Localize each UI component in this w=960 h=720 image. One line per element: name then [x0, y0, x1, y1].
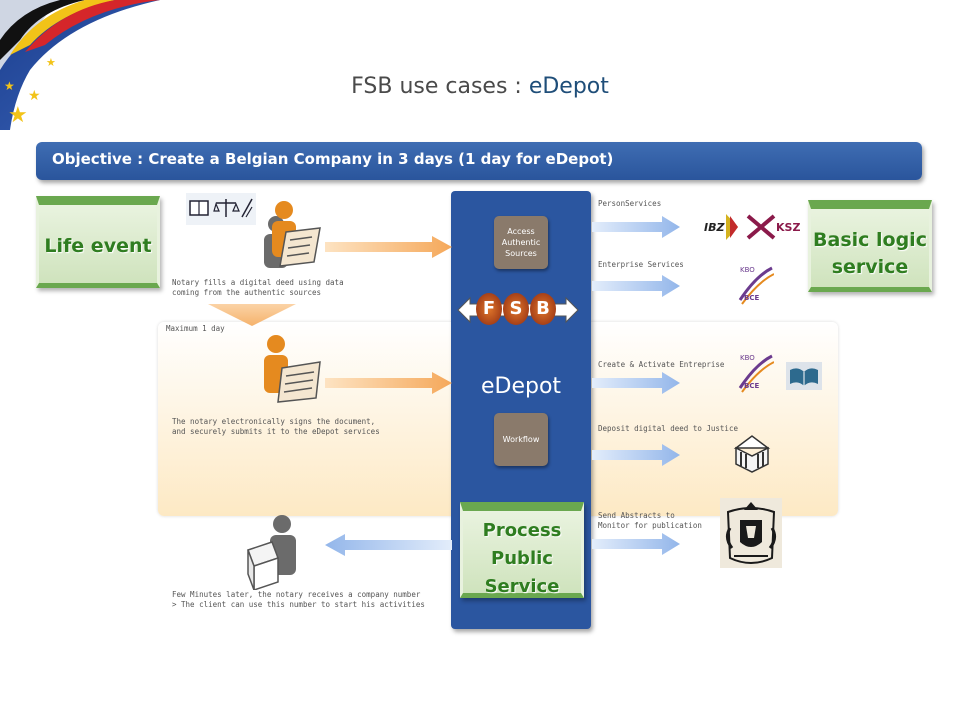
svg-text:★: ★	[28, 88, 41, 104]
edepot-label: eDepot	[480, 374, 562, 399]
life-event-box: Life event	[36, 196, 160, 288]
flag-corner-decoration: ★ ★ ★ ★	[0, 0, 160, 130]
bce-text-1: BCE	[744, 294, 760, 302]
access-authentic-sources-box: Access Authentic Sources	[494, 216, 548, 269]
fsb-letters: F S B	[476, 293, 557, 325]
ksz-logo-mark	[746, 214, 776, 240]
notary-receives-package-icon	[247, 515, 296, 590]
note-sign-line1: The notary electronically signs the docu…	[172, 417, 376, 426]
service-enterprise: Enterprise Services	[598, 260, 684, 269]
note-fill-deed: Notary fills a digital deed using data c…	[172, 278, 352, 298]
ksz-logo-text: KSZ	[776, 221, 801, 234]
belgian-coat-of-arms-icon	[720, 498, 782, 568]
note-max-day: Maximum 1 day	[166, 324, 225, 333]
note-company-line2: > The client can use this number to star…	[172, 600, 425, 609]
objective-banner: Objective : Create a Belgian Company in …	[36, 142, 922, 180]
kbo-text-2: KBO	[740, 354, 755, 362]
arrow-submit	[325, 372, 452, 394]
svg-text:★: ★	[8, 103, 28, 128]
moniteur-book-icon	[786, 362, 822, 390]
arrow-create	[592, 372, 680, 394]
note-sign-line2: and securely submits it to the eDepot se…	[172, 427, 380, 436]
title-prefix: FSB use cases :	[351, 74, 529, 99]
note-company-line1: Few Minutes later, the notary receives a…	[172, 590, 421, 599]
title-accent: eDepot	[528, 74, 609, 99]
access-line2: Authentic	[501, 238, 541, 247]
service-person: PersonServices	[598, 199, 662, 208]
service-abstracts: Send Abstracts to Monitor for publicatio…	[598, 511, 702, 531]
service-abstracts-line1: Send Abstracts to	[598, 511, 675, 520]
ibz-logo: IBZ	[704, 214, 738, 240]
note-fill-deed-line2: coming from the authentic sources	[172, 288, 322, 297]
kbo-bce-swoosh	[738, 266, 774, 305]
note-company-number: Few Minutes later, the notary receives a…	[172, 590, 442, 610]
ibz-logo-mark	[726, 214, 738, 240]
service-create: Create & Activate Entreprise	[598, 360, 725, 369]
note-fill-deed-line1: Notary fills a digital deed using data	[172, 278, 344, 287]
arrow-abstracts	[592, 533, 680, 555]
ibz-logo-text: IBZ	[704, 221, 725, 234]
note-sign-submit: The notary electronically signs the docu…	[172, 417, 402, 437]
svg-text:★: ★	[46, 56, 56, 69]
arrow-deposit	[592, 444, 680, 466]
service-deposit: Deposit digital deed to Justice	[598, 424, 738, 433]
access-line3: Sources	[505, 249, 537, 258]
kbo-bce-swoosh-2	[738, 354, 774, 393]
notary-with-document-icon	[264, 201, 321, 268]
arrow-return	[325, 534, 452, 556]
kbo-bce-logo-create: KBO BCE	[738, 354, 774, 394]
page-title: FSB use cases : eDepot	[0, 74, 960, 99]
kbo-text-1: KBO	[740, 266, 755, 274]
law-books-icon	[186, 193, 256, 225]
ksz-logo: KSZ	[746, 212, 802, 242]
bce-text-2: BCE	[744, 382, 760, 390]
svg-text:★: ★	[4, 79, 15, 93]
notary-signing-icon	[264, 335, 321, 403]
basic-logic-service-box: Basic logic service	[808, 200, 932, 292]
arrow-fill-deed	[325, 236, 452, 258]
kbo-bce-logo-enterprise: KBO BCE	[738, 266, 774, 306]
service-abstracts-line2: Monitor for publication	[598, 521, 702, 530]
process-public-service-box: Process Public Service	[460, 502, 584, 598]
workflow-box: Workflow	[494, 413, 548, 466]
justice-building-icon	[733, 435, 771, 473]
access-line1: Access	[507, 227, 535, 236]
fsb-letter-s: S	[503, 293, 529, 325]
arrow-person	[592, 216, 680, 238]
arrow-down	[208, 304, 296, 326]
fsb-bus: F S B	[456, 292, 580, 328]
arrow-enterprise	[592, 275, 680, 297]
fsb-letter-b: B	[530, 293, 556, 325]
fsb-letter-f: F	[476, 293, 502, 325]
